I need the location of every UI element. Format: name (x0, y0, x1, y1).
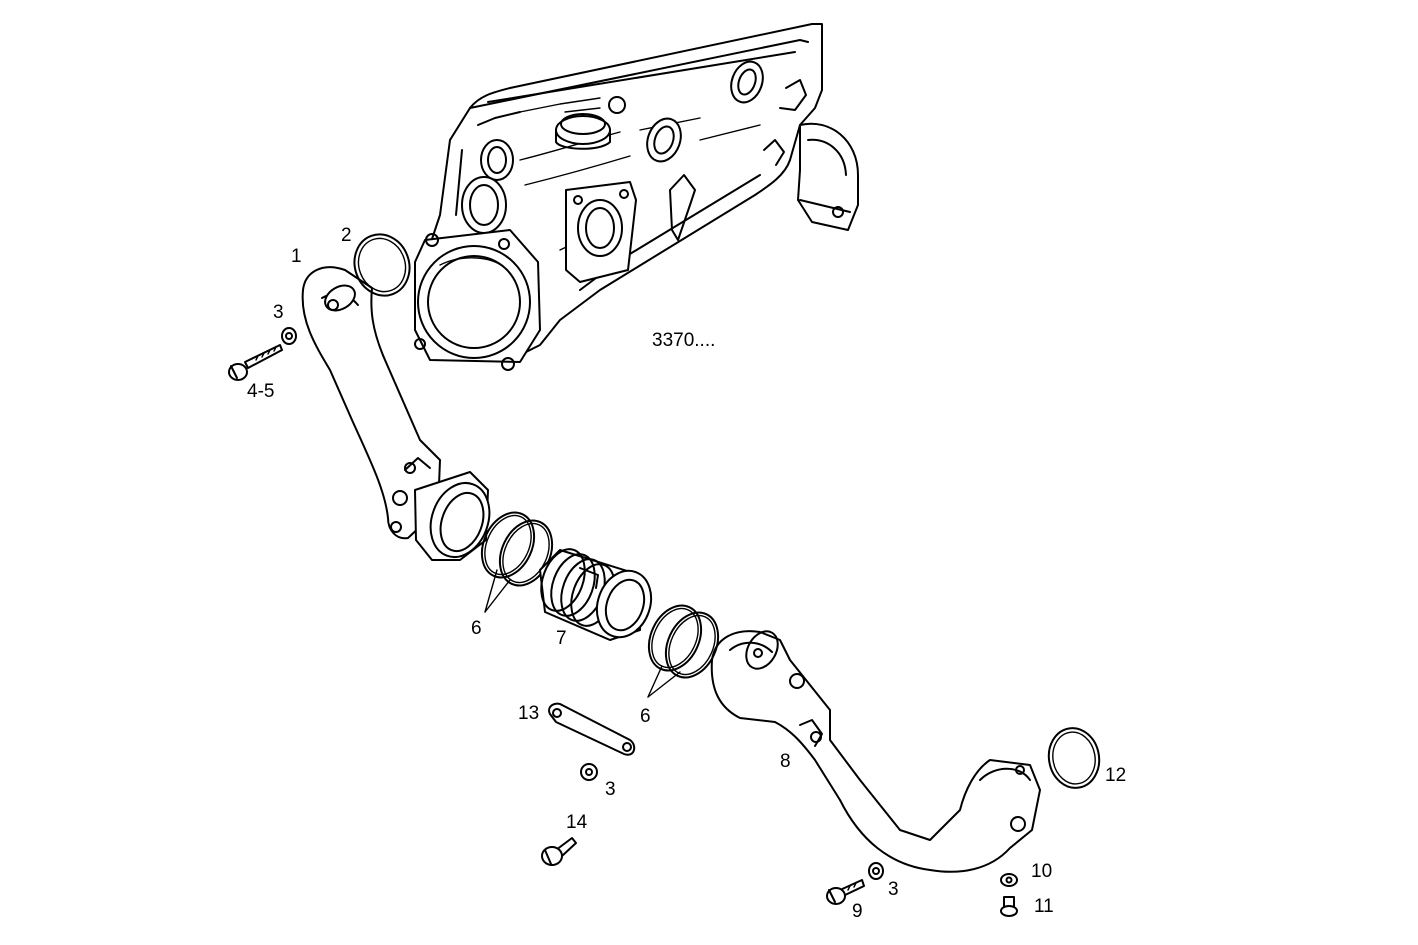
washer-3-lower (868, 862, 884, 880)
reference-number: 3370.... (652, 330, 715, 351)
callout-9: 9 (852, 901, 863, 922)
stud-11 (1000, 896, 1018, 917)
callout-6-upper: 6 (471, 618, 482, 639)
engine-block (414, 23, 859, 371)
o-ring-2 (353, 233, 411, 297)
bolt-14 (541, 837, 577, 866)
bolt-9 (826, 879, 865, 905)
washer-3-upper (281, 327, 297, 345)
callout-2: 2 (341, 225, 352, 246)
pipe-connector-7 (539, 548, 653, 641)
o-ring-12 (1047, 727, 1101, 789)
callout-13: 13 (518, 703, 539, 724)
callout-3-upper: 3 (273, 302, 284, 323)
washer-3-middle (580, 763, 598, 781)
callout-14: 14 (566, 812, 588, 833)
callout-8: 8 (780, 751, 791, 772)
callout-3-middle: 3 (605, 779, 616, 800)
callout-6-lower: 6 (640, 706, 651, 727)
coolant-pipe-lower (710, 630, 1041, 873)
callout-10: 10 (1031, 861, 1052, 882)
nut-10 (1000, 873, 1018, 887)
bolt-4-5 (228, 344, 283, 381)
leader-lines (484, 569, 681, 698)
callout-7: 7 (556, 628, 567, 649)
coolant-pipe-upper (301, 266, 491, 561)
callout-3-lower: 3 (888, 879, 899, 900)
callout-4-5: 4-5 (247, 381, 274, 402)
callout-11: 11 (1034, 896, 1054, 917)
retaining-plate-13 (548, 702, 636, 756)
callout-1: 1 (291, 246, 302, 267)
callout-12: 12 (1105, 765, 1126, 786)
